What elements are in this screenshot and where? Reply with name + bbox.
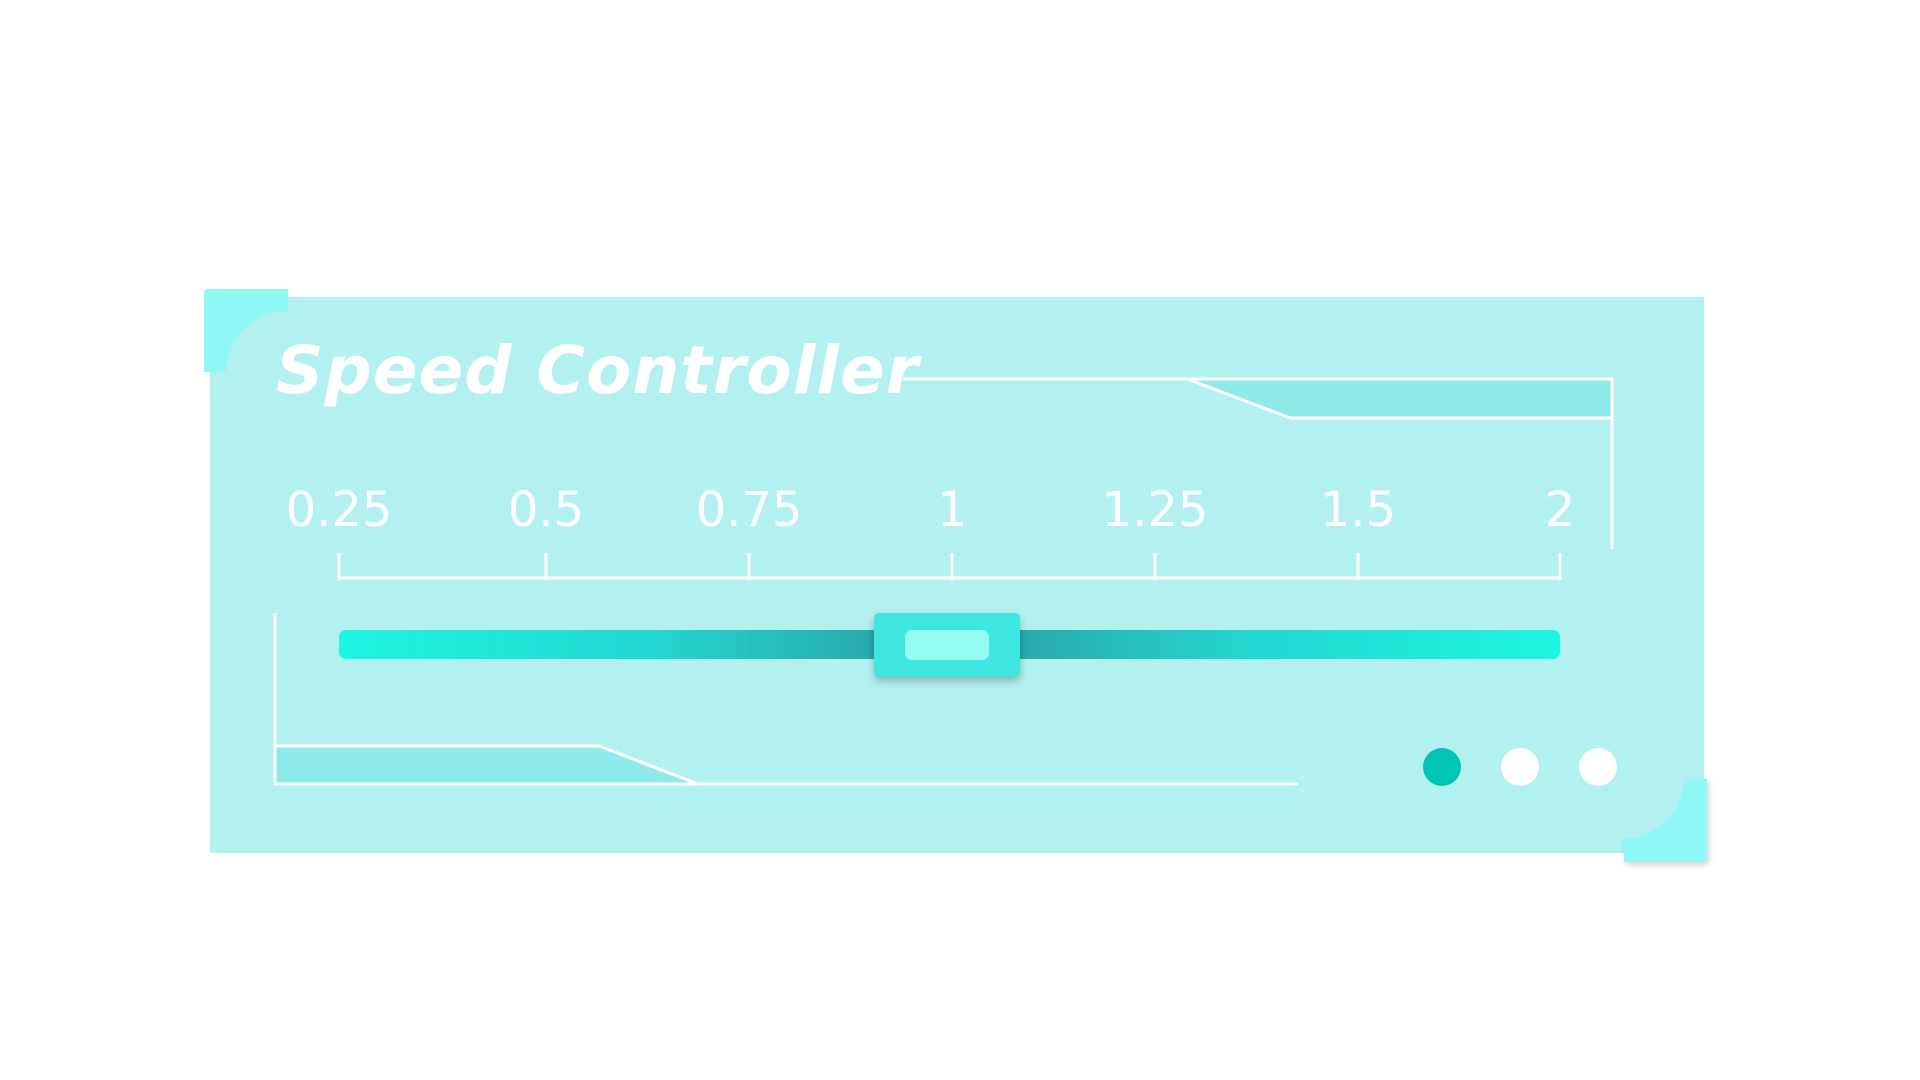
corner-accent-bottom-right (1554, 709, 1707, 862)
speed-slider-thumb[interactable] (874, 613, 1020, 677)
speed-slider-thumb-grip (905, 630, 989, 660)
speed-option-label[interactable]: 1 (936, 482, 968, 538)
widget-title: Speed Controller (276, 332, 920, 409)
pagination-dot[interactable] (1579, 748, 1617, 786)
corner-accent-top-left (204, 289, 356, 441)
speed-option-label[interactable]: 0.5 (507, 482, 585, 538)
speed-option-label[interactable]: 1.25 (1101, 482, 1209, 538)
pagination-dot[interactable] (1501, 748, 1539, 786)
speed-option-label[interactable]: 0.25 (285, 482, 393, 538)
pagination-dot-active[interactable] (1423, 748, 1461, 786)
speed-option-label[interactable]: 0.75 (695, 482, 803, 538)
speed-option-label[interactable]: 1.5 (1319, 482, 1397, 538)
speed-option-label[interactable]: 2 (1544, 482, 1576, 538)
